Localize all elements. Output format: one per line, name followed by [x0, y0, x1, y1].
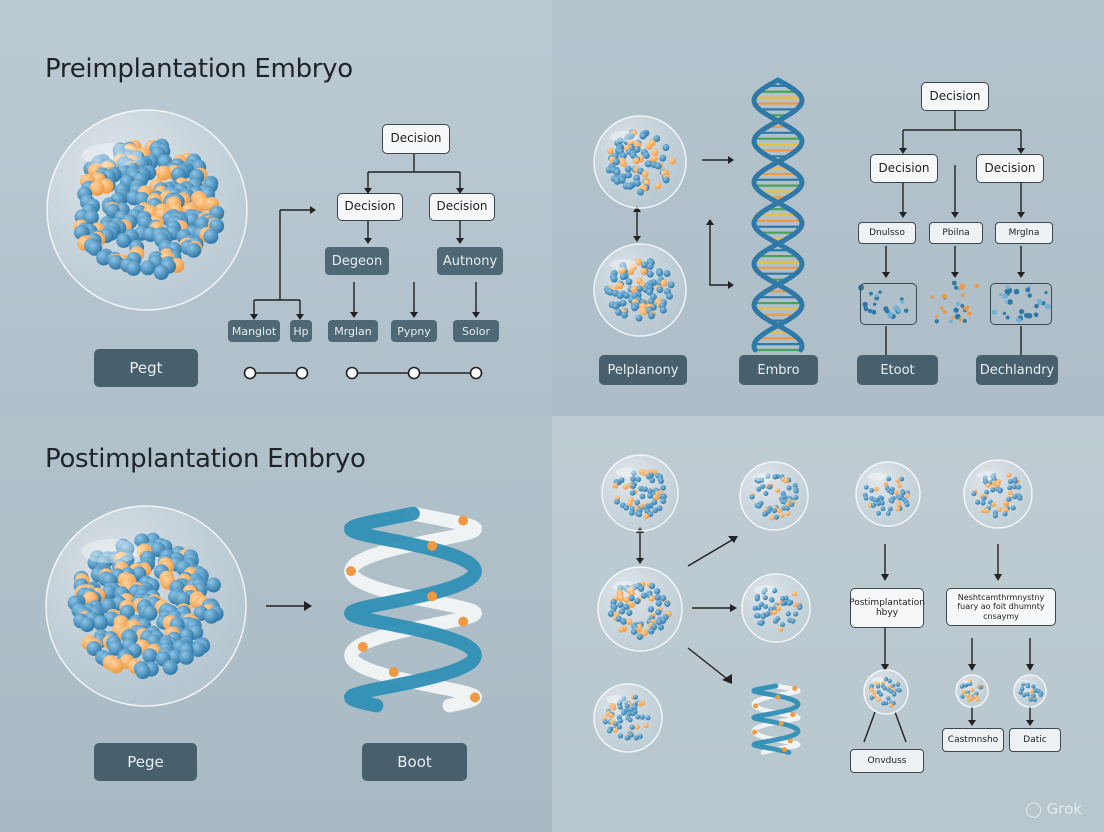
leaf-box-mrglan: Mrglan: [328, 320, 378, 342]
postimplantation-panel: Postimplantation Embryo Pege Boot: [0, 416, 552, 832]
pegt-label: Pegt: [94, 349, 198, 387]
ribbon-bead: [790, 712, 795, 717]
ribbon-bead: [458, 516, 468, 526]
grok-watermark: ◯ Grok: [1025, 800, 1082, 818]
ribbon-bead: [752, 730, 757, 735]
leaf-box-pypny: Pypny: [391, 320, 437, 342]
cell-ball: [154, 265, 169, 280]
particle-panel-right: [552, 0, 1104, 416]
ribbon-bead: [792, 686, 797, 691]
ribbon-bead: [346, 566, 356, 576]
protein-ribbon-helix: [0, 416, 552, 832]
leaf-box-hp: Hp: [290, 320, 312, 342]
watermark-text: Grok: [1047, 800, 1082, 818]
differentiation-panel: Postimplantation hbyy Neshtcamthrmnystny…: [552, 416, 1104, 832]
ribbon-bead: [775, 695, 780, 700]
ribbon-bead: [782, 747, 787, 752]
small-box-onvduss: Onvduss: [850, 749, 924, 773]
small-box-datic: Datic: [1009, 728, 1061, 752]
pelplanony-label: Pelplanony: [599, 355, 687, 385]
autnony-box: Autnony: [437, 247, 503, 275]
right-decision-box: Decision: [976, 154, 1044, 183]
cell-ball: [126, 261, 141, 276]
etoot-label: Etoot: [857, 355, 938, 385]
preimplantation-panel: Preimplantation Embryo: [0, 0, 552, 416]
root-decision-box: Decision: [382, 124, 450, 154]
ribbon-bead: [788, 738, 793, 743]
postimplantation-box: Postimplantation hbyy: [850, 588, 924, 628]
ribbon-bead: [427, 541, 437, 551]
boot-label: Boot: [362, 743, 467, 781]
ribbon-bead: [427, 591, 437, 601]
cell-ball: [156, 166, 171, 181]
particle-frame-right: [990, 283, 1052, 325]
ribbon-bead: [358, 642, 368, 652]
leaf-box-manglot: Manglot: [228, 320, 280, 342]
right-decision-box: Decision: [429, 193, 495, 221]
cell-ball: [186, 243, 201, 258]
particle-frame-left: [860, 283, 917, 325]
left-decision-box: Decision: [337, 193, 403, 221]
left-decision-box: Decision: [870, 154, 938, 183]
pege-label: Pege: [94, 743, 197, 781]
cell-ball: [203, 229, 218, 244]
ribbon-bead: [470, 692, 480, 702]
ribbon-bead: [389, 667, 399, 677]
small-box-dnulsso: Dnulsso: [858, 222, 916, 244]
cell-ball: [116, 233, 131, 248]
cell-ball: [140, 260, 155, 275]
small-box-pbilna: Pbilna: [929, 222, 983, 244]
ribbon-bead: [458, 617, 468, 627]
ribbon-bead: [753, 703, 758, 708]
small-box-castmnsho: Castmnsho: [942, 728, 1004, 752]
small-box-mrglna: Mrglna: [995, 222, 1053, 244]
glass-highlight: [82, 143, 142, 167]
ribbon-bead: [779, 721, 784, 726]
dechlandry-label: Dechlandry: [976, 355, 1058, 385]
dna-decision-panel: Decision Decision Decision Dnulsso Pbiln…: [552, 0, 1104, 416]
embro-label: Embro: [739, 355, 818, 385]
degeon-box: Degeon: [325, 247, 389, 275]
root-decision-box: Decision: [921, 82, 989, 111]
description-box: Neshtcamthrmnystny fuary ao foit dhumnty…: [946, 588, 1056, 626]
leaf-box-solor: Solor: [453, 320, 499, 342]
